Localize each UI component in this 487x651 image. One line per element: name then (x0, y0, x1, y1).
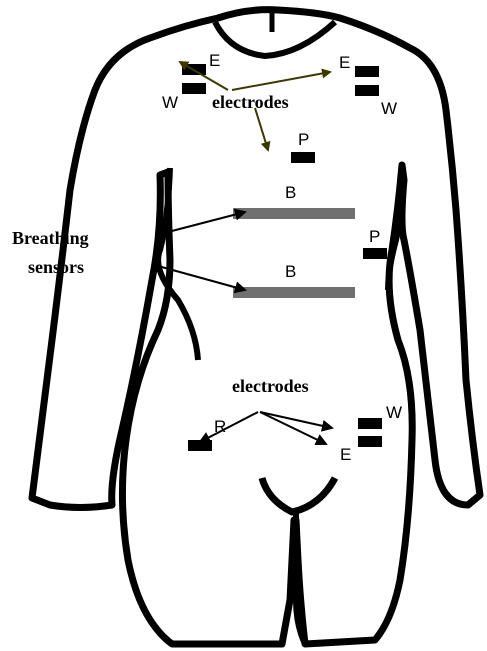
arrow-to-lower-e-electrode-1 (260, 412, 332, 428)
electrode-p-chest (291, 152, 315, 163)
label-e-lower: E (340, 445, 351, 464)
arrow-to-p-electrode (255, 108, 268, 150)
label-e-upper-left: E (209, 51, 220, 70)
electrode-lower-e (358, 436, 382, 447)
breathing-sensors-label-line1: Breathing (12, 228, 89, 248)
breathing-sensors-label-line2: sensors (28, 257, 84, 277)
arrow-to-upper-belt (168, 212, 245, 232)
label-p-side: P (369, 227, 380, 246)
electrodes-label-bottom: electrodes (232, 376, 309, 396)
arrow-to-lower-r-electrode (200, 412, 258, 442)
label-p-chest: P (298, 130, 309, 149)
electrodes-label-top: electrodes (212, 92, 289, 112)
label-r-lower: R (214, 417, 226, 436)
label-w-lower: W (386, 403, 402, 422)
label-w-upper-right: W (381, 99, 397, 118)
arrow-to-lower-e-electrode-2 (260, 412, 326, 444)
label-w-upper-left: W (162, 93, 178, 112)
electrode-upper-left-w (182, 83, 206, 94)
electrode-upper-right-e (355, 66, 379, 77)
arrow-to-upper-right-electrode (232, 72, 330, 90)
crotch-curve (262, 478, 335, 512)
left-armpit-line (158, 168, 198, 360)
label-b-upper: B (285, 183, 296, 202)
breathing-belt-lower (233, 287, 355, 298)
electrode-p-side (363, 248, 387, 259)
electrode-lower-w (358, 418, 382, 429)
electrode-upper-right-w (355, 85, 379, 96)
collar (215, 22, 335, 56)
label-e-upper-right: E (339, 53, 350, 72)
breathing-belt-upper (233, 208, 355, 219)
label-b-lower: B (285, 262, 296, 281)
